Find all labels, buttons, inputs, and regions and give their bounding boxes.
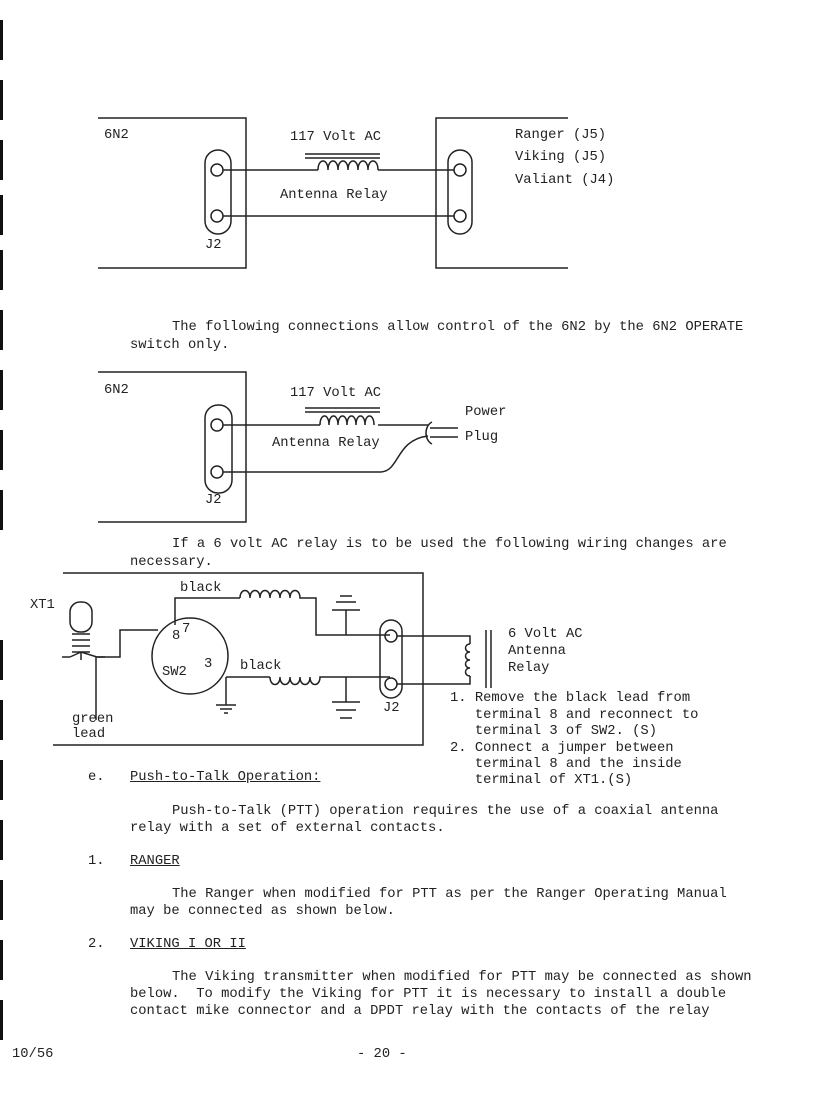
relay-label: 6 Volt AC bbox=[508, 627, 583, 642]
paragraph-line: relay with a set of external contacts. bbox=[130, 821, 445, 836]
note-line: terminal 8 and reconnect to bbox=[450, 708, 699, 723]
section-1-number: 1. bbox=[88, 854, 105, 869]
section-e-heading: Push-to-Talk Operation: bbox=[130, 770, 321, 785]
paragraph-line: below. To modify the Viking for PTT it i… bbox=[130, 987, 727, 1002]
paragraph-line: The following connections allow control … bbox=[172, 320, 744, 335]
diagram1-target: Valiant (J4) bbox=[515, 173, 615, 188]
note-line: terminal of XT1.(S) bbox=[450, 773, 633, 788]
paragraph-line: If a 6 volt AC relay is to be used the f… bbox=[172, 537, 727, 552]
wire-label-black: black bbox=[240, 659, 282, 674]
section-1-heading: RANGER bbox=[130, 854, 180, 869]
scan-mark bbox=[0, 760, 3, 800]
scan-mark bbox=[0, 80, 3, 120]
paragraph-line: The Viking transmitter when modified for… bbox=[172, 970, 752, 985]
scan-mark bbox=[0, 490, 3, 530]
paragraph-line: Push-to-Talk (PTT) operation requires th… bbox=[172, 804, 719, 819]
note-line: terminal 8 and the inside bbox=[450, 757, 682, 772]
diagram2-relay-voltage: 117 Volt AC bbox=[290, 386, 382, 401]
note-line: 1. Remove the black lead from bbox=[450, 691, 691, 706]
diagram2-jack-label: J2 bbox=[205, 493, 222, 508]
note-line: 2. Connect a jumper between bbox=[450, 741, 674, 756]
terminal-7-label: 7 bbox=[182, 622, 191, 637]
scan-mark bbox=[0, 310, 3, 350]
sw2-label: SW2 bbox=[162, 665, 187, 680]
diagram-3-wiring bbox=[53, 572, 492, 746]
diagram1-target: Ranger (J5) bbox=[515, 128, 607, 143]
relay-label: Relay bbox=[508, 661, 550, 676]
page-number: - 20 - bbox=[357, 1047, 407, 1062]
green-lead-label: green bbox=[72, 712, 114, 727]
diagram2-plug-label: Plug bbox=[465, 430, 499, 445]
relay-label: Antenna bbox=[508, 644, 566, 659]
diagram-2-wiring bbox=[98, 371, 458, 523]
diagram2-relay-label: Antenna Relay bbox=[272, 436, 380, 451]
diagram-1-wiring bbox=[98, 117, 568, 269]
green-lead-label: lead bbox=[72, 727, 106, 742]
diagram1-relay-voltage: 117 Volt AC bbox=[290, 130, 382, 145]
diagram1-unit-label: 6N2 bbox=[104, 128, 129, 143]
scan-mark bbox=[0, 640, 3, 680]
scan-mark bbox=[0, 250, 3, 290]
diagram1-relay-label: Antenna Relay bbox=[280, 188, 388, 203]
diagram1-jack-label: J2 bbox=[205, 238, 222, 253]
paragraph-line: switch only. bbox=[130, 338, 230, 353]
scan-mark bbox=[0, 880, 3, 920]
wire-label-black: black bbox=[180, 581, 222, 596]
diagram1-target: Viking (J5) bbox=[515, 150, 607, 165]
scan-mark bbox=[0, 700, 3, 740]
paragraph-line: may be connected as shown below. bbox=[130, 904, 395, 919]
diagram2-plug-label: Power bbox=[465, 405, 507, 420]
paragraph-line: contact mike connector and a DPDT relay … bbox=[130, 1004, 710, 1019]
section-e-number: e. bbox=[88, 770, 105, 785]
terminal-8-label: 8 bbox=[172, 629, 181, 644]
scan-mark bbox=[0, 140, 3, 180]
scan-mark bbox=[0, 430, 3, 470]
paragraph-line: necessary. bbox=[130, 555, 213, 570]
scan-mark bbox=[0, 1000, 3, 1040]
terminal-3-label: 3 bbox=[204, 657, 213, 672]
scan-mark bbox=[0, 820, 3, 860]
scan-mark bbox=[0, 940, 3, 980]
paragraph-line: The Ranger when modified for PTT as per … bbox=[172, 887, 727, 902]
diagram3-jack-label: J2 bbox=[383, 701, 400, 716]
scan-mark bbox=[0, 20, 3, 60]
xt1-label: XT1 bbox=[30, 598, 55, 613]
note-line: terminal 3 of SW2. (S) bbox=[450, 724, 657, 739]
section-2-number: 2. bbox=[88, 937, 105, 952]
diagram2-unit-label: 6N2 bbox=[104, 383, 129, 398]
scan-mark bbox=[0, 370, 3, 410]
section-2-heading: VIKING I OR II bbox=[130, 937, 246, 952]
footer-date: 10/56 bbox=[12, 1047, 54, 1062]
scan-mark bbox=[0, 195, 3, 235]
